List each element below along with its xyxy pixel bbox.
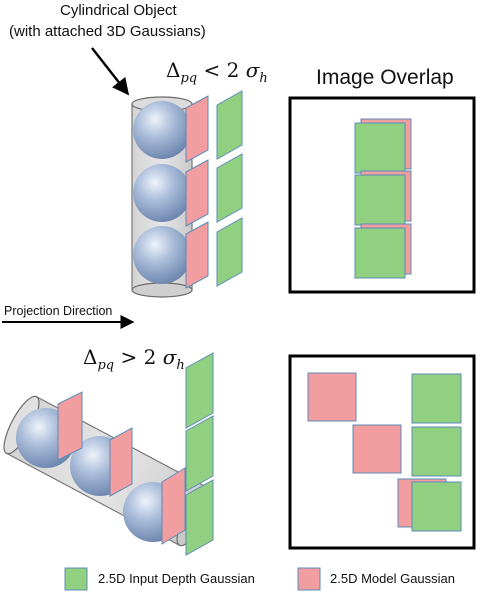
condition-top: Δpq < 2 σh xyxy=(166,58,268,86)
projection-direction-label: Projection Direction xyxy=(4,304,113,318)
top-model-gaussian-planes xyxy=(185,95,209,289)
top-input-gaussian-planes xyxy=(216,90,243,287)
condition-bottom: Δpq > 2 σh xyxy=(83,345,185,373)
bottom-model-gaussian-planes xyxy=(57,391,186,545)
sphere-1 xyxy=(133,101,191,159)
top-overlap-squares xyxy=(354,118,412,279)
legend-input-label: 2.5D Input Depth Gaussian xyxy=(98,571,255,586)
caption-line-1: Cylindrical Object xyxy=(60,2,177,19)
caption-pointer-arrow xyxy=(91,47,130,96)
caption-line-2: (with attached 3D Gaussians) xyxy=(9,23,206,40)
sphere-2 xyxy=(133,164,191,222)
legend-input-swatch xyxy=(64,567,88,591)
top-gaussian-spheres xyxy=(133,101,191,284)
legend-model-swatch xyxy=(297,567,321,591)
image-overlap-title: Image Overlap xyxy=(316,66,454,89)
bottom-input-gaussian-planes xyxy=(185,352,214,556)
legend-model-label: 2.5D Model Gaussian xyxy=(330,571,456,586)
sphere-3 xyxy=(133,226,191,284)
bottom-overlap-squares xyxy=(307,372,462,532)
